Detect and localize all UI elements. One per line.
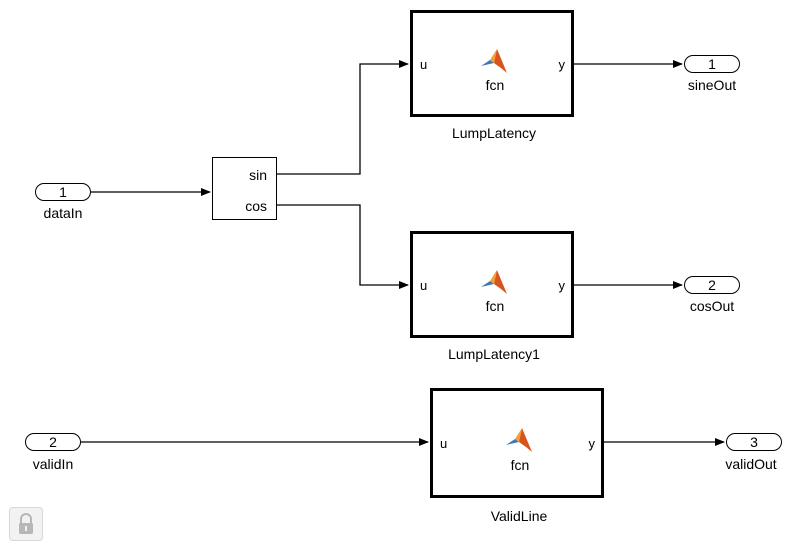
output-port-label: y: [558, 57, 566, 72]
port-label-datain: dataIn: [43, 205, 83, 221]
port-label-cosout: cosOut: [689, 298, 735, 314]
signal-line-cos[interactable]: [277, 204, 409, 289]
port-label-sineout: sineOut: [687, 77, 737, 93]
outport-cosout[interactable]: 2: [684, 276, 740, 294]
port-number: 1: [59, 184, 67, 200]
port-label-validout: validOut: [725, 456, 777, 472]
input-port-label: u: [440, 436, 448, 451]
port-number: 2: [49, 434, 57, 450]
sincos-block[interactable]: sin cos: [212, 157, 277, 220]
port-number: 3: [750, 434, 758, 450]
validline-block[interactable]: u y fcn: [430, 388, 604, 498]
block-name-validline: ValidLine: [490, 508, 548, 524]
cos-output-label: cos: [245, 198, 267, 214]
matlab-logo-icon: [506, 428, 532, 452]
matlab-logo-icon: [481, 49, 507, 73]
inport-validin[interactable]: 2: [25, 433, 81, 451]
lock-icon: [19, 513, 33, 534]
function-name: fcn: [510, 457, 530, 473]
output-port-label: y: [558, 278, 566, 293]
function-name: fcn: [485, 298, 505, 314]
outport-sineout[interactable]: 1: [684, 55, 740, 73]
lumplatency-block[interactable]: u y fcn: [410, 10, 574, 117]
inport-datain[interactable]: 1: [35, 183, 91, 201]
output-port-label: y: [588, 436, 596, 451]
input-port-label: u: [420, 57, 428, 72]
port-number: 1: [708, 56, 716, 72]
signal-line-sin[interactable]: [277, 60, 409, 175]
port-number: 2: [708, 277, 716, 293]
function-name: fcn: [485, 77, 505, 93]
matlab-logo-icon: [481, 270, 507, 294]
port-label-validin: validIn: [32, 456, 74, 472]
input-port-label: u: [420, 278, 428, 293]
outport-validout[interactable]: 3: [726, 433, 782, 451]
lumplatency1-block[interactable]: u y fcn: [410, 231, 574, 338]
block-name-lumplatency: LumpLatency: [451, 125, 537, 141]
block-name-lumplatency1: LumpLatency1: [448, 346, 540, 362]
lock-button[interactable]: [9, 507, 43, 541]
sin-output-label: sin: [249, 167, 267, 183]
